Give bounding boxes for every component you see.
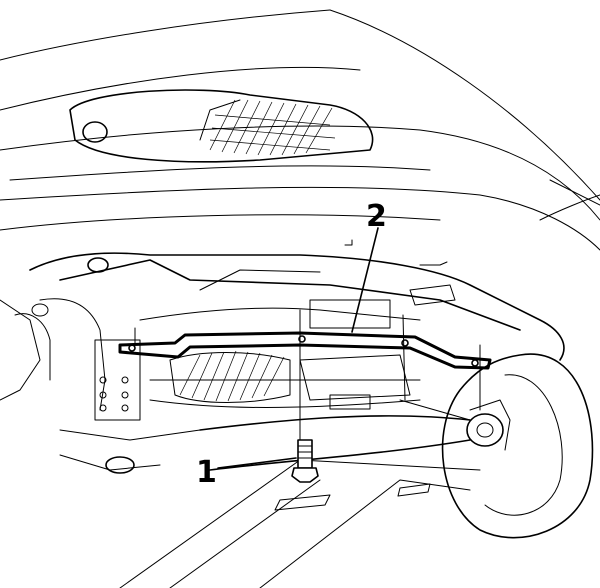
underbody-panel (539, 179, 600, 221)
vehicle-body-outline (0, 9, 600, 251)
front-grille (69, 89, 374, 163)
bracket-part-2 (118, 331, 492, 370)
exhaust-section (169, 350, 411, 410)
front-wheel (441, 353, 594, 539)
control-arm (59, 399, 471, 474)
bolt-part-1 (291, 439, 319, 483)
alignment-lines (134, 309, 481, 461)
leader-lines (217, 227, 379, 469)
subframe (0, 239, 565, 421)
callout-1: 1 (196, 455, 217, 490)
callout-2: 2 (366, 199, 387, 234)
